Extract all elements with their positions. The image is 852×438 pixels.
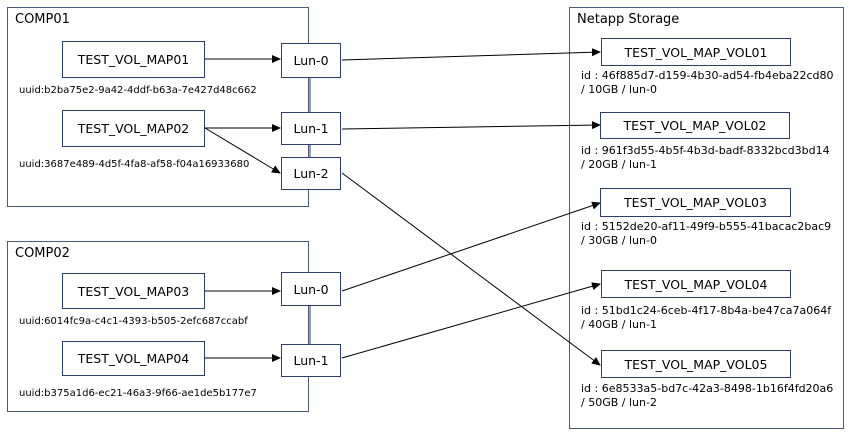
map01-uuid: uuid:b2ba75e2-9a42-4ddf-b63a-7e427d48c66… bbox=[19, 85, 257, 96]
comp02-lun1-box[interactable]: Lun-1 bbox=[281, 344, 341, 377]
vol05-size: / 50GB / lun-2 bbox=[581, 396, 657, 409]
vol03-box[interactable]: TEST_VOL_MAP_VOL03 bbox=[600, 188, 791, 217]
vol02-size: / 20GB / lun-1 bbox=[581, 158, 657, 171]
comp02-title: COMP02 bbox=[15, 246, 70, 261]
vol01-box[interactable]: TEST_VOL_MAP_VOL01 bbox=[601, 38, 791, 66]
arrow-comp02-lun1-vol04 bbox=[341, 282, 601, 359]
vol03-id: id : 5152de20-af11-49f9-b555-41bacac2bac… bbox=[581, 220, 832, 233]
vol04-id: id : 51bd1c24-6ceb-4f17-8b4a-be47ca7a064… bbox=[581, 304, 832, 317]
netapp-storage-title: Netapp Storage bbox=[577, 12, 680, 27]
comp01-lun1-box[interactable]: Lun-1 bbox=[281, 112, 341, 145]
vol03-info: id : 5152de20-af11-49f9-b555-41bacac2bac… bbox=[581, 220, 831, 248]
arrow-comp01-lun1-vol02 bbox=[341, 121, 601, 130]
vol01-size: / 10GB / lun-0 bbox=[581, 83, 657, 96]
comp02-lun0-box[interactable]: Lun-0 bbox=[281, 272, 341, 306]
vol01-info: id : 46f885d7-d159-4b30-ad54-fb4eba22cd8… bbox=[581, 69, 834, 97]
arrow-comp02-lun0-vol03 bbox=[341, 201, 601, 292]
map03-box[interactable]: TEST_VOL_MAP03 bbox=[62, 273, 205, 309]
vol05-info: id : 6e8533a5-bd7c-42a3-8498-1b16f4fd20a… bbox=[581, 382, 833, 410]
comp01-title: COMP01 bbox=[15, 12, 70, 27]
vol05-box[interactable]: TEST_VOL_MAP_VOL05 bbox=[601, 350, 791, 378]
comp01-group: COMP01 bbox=[7, 7, 309, 207]
vol04-size: / 40GB / lun-1 bbox=[581, 318, 657, 331]
map02-uuid: uuid:3687e489-4d5f-4fa8-af58-f04a1693368… bbox=[19, 159, 250, 170]
arrow-comp01-lun0-vol01 bbox=[341, 48, 601, 61]
map02-box[interactable]: TEST_VOL_MAP02 bbox=[62, 110, 205, 147]
vol02-id: id : 961f3d55-4b5f-4b3d-badf-8332bcd3bd1… bbox=[581, 144, 830, 157]
arrow-comp01-lun2-vol05 bbox=[341, 172, 601, 366]
map04-uuid: uuid:b375a1d6-ec21-46a3-9f66-ae1de5b177e… bbox=[19, 388, 257, 399]
comp01-lun0-box[interactable]: Lun-0 bbox=[281, 43, 341, 78]
map04-box[interactable]: TEST_VOL_MAP04 bbox=[62, 341, 205, 376]
vol04-info: id : 51bd1c24-6ceb-4f17-8b4a-be47ca7a064… bbox=[581, 304, 831, 332]
map01-box[interactable]: TEST_VOL_MAP01 bbox=[62, 41, 205, 78]
vol05-id: id : 6e8533a5-bd7c-42a3-8498-1b16f4fd20a… bbox=[581, 382, 834, 395]
vol03-size: / 30GB / lun-0 bbox=[581, 234, 657, 247]
vol02-box[interactable]: TEST_VOL_MAP_VOL02 bbox=[600, 112, 790, 139]
vol02-info: id : 961f3d55-4b5f-4b3d-badf-8332bcd3bd1… bbox=[581, 144, 830, 172]
comp01-lun2-box[interactable]: Lun-2 bbox=[281, 157, 341, 190]
arrow-map02-lun2 bbox=[204, 127, 281, 174]
map03-uuid: uuid:6014fc9a-c4c1-4393-b505-2efc687ccab… bbox=[19, 316, 248, 327]
comp02-group: COMP02 bbox=[7, 241, 309, 412]
vol01-id: id : 46f885d7-d159-4b30-ad54-fb4eba22cd8… bbox=[581, 69, 834, 82]
vol04-box[interactable]: TEST_VOL_MAP_VOL04 bbox=[601, 270, 791, 298]
